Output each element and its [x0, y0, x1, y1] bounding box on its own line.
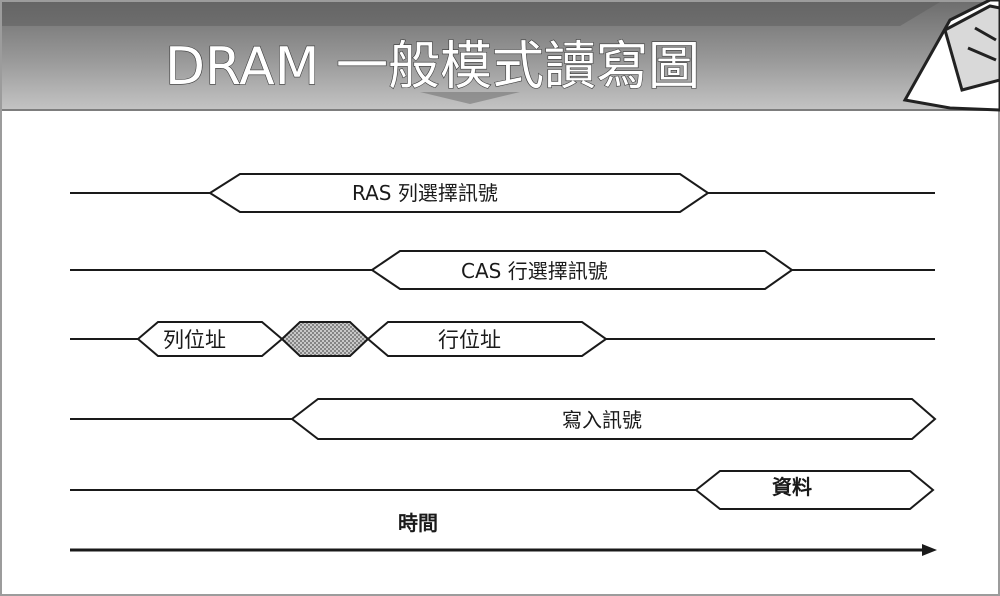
ras-signal-row — [70, 173, 935, 213]
data-row — [70, 470, 935, 510]
arrow-head-icon — [922, 544, 937, 556]
time-axis-arrow — [70, 544, 937, 556]
ras-signal-label: RAS 列選擇訊號 — [352, 181, 498, 205]
cas-signal-row — [70, 250, 935, 290]
write-signal-label: 寫入訊號 — [562, 408, 642, 432]
column-address-label: 行位址 — [438, 328, 501, 352]
cas-signal-label: CAS 行選擇訊號 — [461, 259, 608, 283]
page-title: DRAM 一般模式讀寫圖 — [165, 37, 700, 97]
invalid-address-hatch — [280, 321, 370, 357]
corner-badge-icon — [902, 0, 1000, 112]
data-bus — [694, 470, 935, 510]
time-axis-label: 時間 — [398, 511, 438, 535]
row-address-label: 列位址 — [163, 328, 226, 352]
write-signal-row — [70, 398, 937, 440]
data-label: 資料 — [772, 475, 812, 499]
address-row — [70, 321, 935, 357]
write-signal-bus — [290, 398, 937, 440]
header-bar: DRAM 一般模式讀寫圖 — [2, 2, 998, 111]
